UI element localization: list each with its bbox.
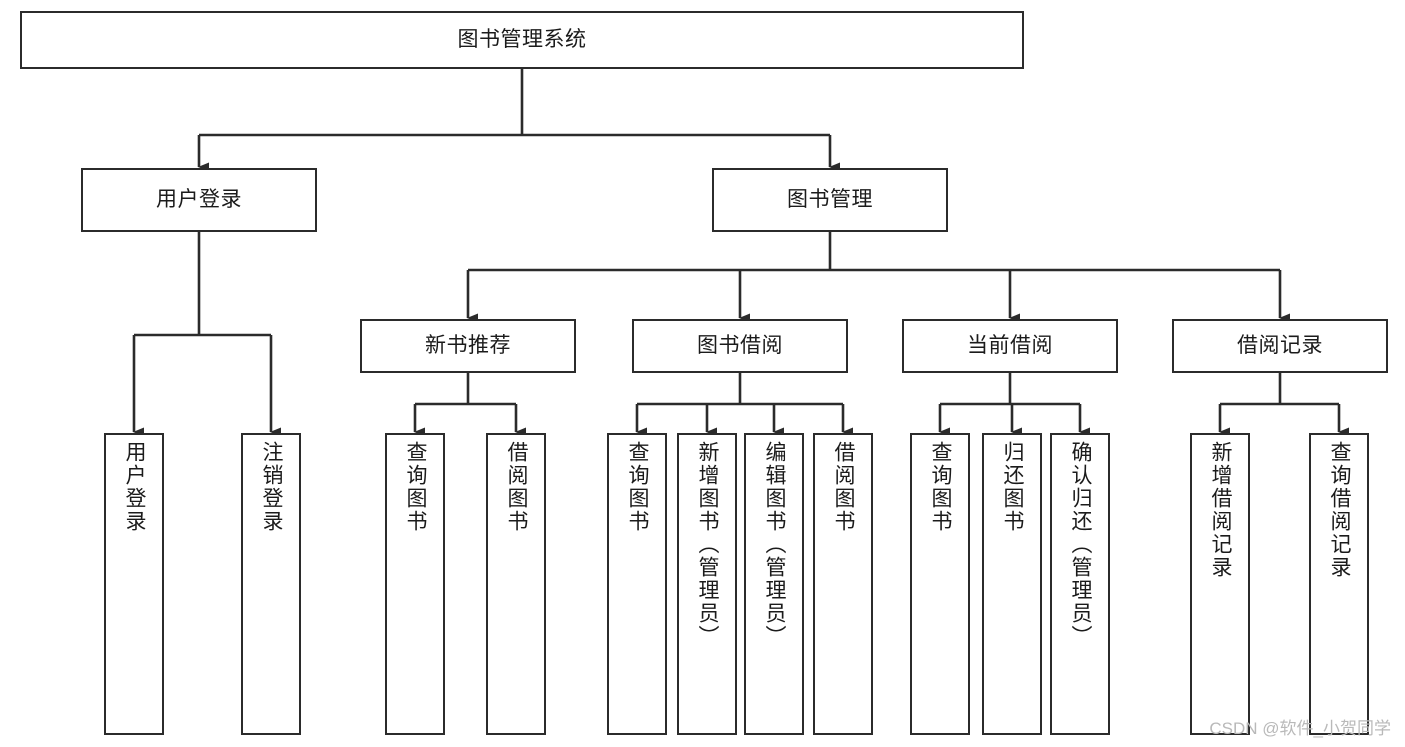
node-leaf-query-book-cur[interactable]: 查询图书 <box>910 433 970 735</box>
node-label: 借阅图书 <box>832 441 856 533</box>
node-leaf-confirm-return-admin[interactable]: 确认归还（管理员） <box>1050 433 1110 735</box>
node-borrow-record[interactable]: 借阅记录 <box>1172 319 1388 373</box>
node-label: 借阅记录 <box>1237 333 1323 357</box>
node-label: 借阅图书 <box>505 441 529 533</box>
node-label: 查询借阅记录 <box>1328 441 1352 579</box>
node-label: 用户登录 <box>156 187 242 211</box>
node-leaf-user-logout[interactable]: 注销登录 <box>241 433 301 735</box>
node-new-book-recommend[interactable]: 新书推荐 <box>360 319 576 373</box>
node-label: 确认归还（管理员） <box>1069 441 1093 648</box>
node-leaf-add-book-admin[interactable]: 新增图书（管理员） <box>677 433 737 735</box>
node-leaf-borrow-book[interactable]: 借阅图书 <box>813 433 873 735</box>
node-label: 查询图书 <box>929 441 953 533</box>
node-user-login[interactable]: 用户登录 <box>81 168 317 232</box>
node-current-borrow[interactable]: 当前借阅 <box>902 319 1118 373</box>
node-label: 归还图书 <box>1001 441 1025 533</box>
node-leaf-borrow-book-rec[interactable]: 借阅图书 <box>486 433 546 735</box>
connector-paths <box>132 69 1349 437</box>
node-leaf-query-borrow-record[interactable]: 查询借阅记录 <box>1309 433 1369 735</box>
node-leaf-edit-book-admin[interactable]: 编辑图书（管理员） <box>744 433 804 735</box>
node-label: 新增借阅记录 <box>1209 441 1233 579</box>
node-label: 图书借阅 <box>697 333 783 357</box>
node-leaf-user-login[interactable]: 用户登录 <box>104 433 164 735</box>
node-label: 新增图书（管理员） <box>696 441 720 648</box>
node-leaf-add-borrow-record[interactable]: 新增借阅记录 <box>1190 433 1250 735</box>
node-book-manage[interactable]: 图书管理 <box>712 168 948 232</box>
node-label: 用户登录 <box>123 441 147 533</box>
node-leaf-query-book-rec[interactable]: 查询图书 <box>385 433 445 735</box>
node-label: 查询图书 <box>626 441 650 533</box>
node-label: 图书管理系统 <box>457 27 587 51</box>
node-label: 图书管理 <box>787 187 873 211</box>
node-label: 注销登录 <box>260 441 284 533</box>
node-label: 新书推荐 <box>425 333 511 357</box>
node-label: 编辑图书（管理员） <box>763 441 787 648</box>
node-leaf-return-book[interactable]: 归还图书 <box>982 433 1042 735</box>
node-book-borrow[interactable]: 图书借阅 <box>632 319 848 373</box>
node-root[interactable]: 图书管理系统 <box>20 11 1024 69</box>
watermark-text: CSDN @软件_小贺同学 <box>1209 719 1391 738</box>
node-leaf-query-book-borrow[interactable]: 查询图书 <box>607 433 667 735</box>
node-label: 查询图书 <box>404 441 428 533</box>
node-label: 当前借阅 <box>967 333 1053 357</box>
